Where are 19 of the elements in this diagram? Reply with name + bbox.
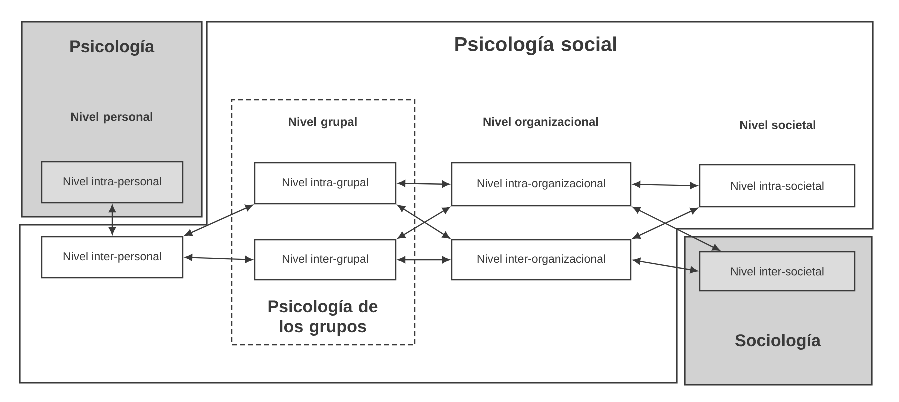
double-arrow bbox=[632, 208, 698, 240]
double-arrow bbox=[109, 205, 116, 235]
double-arrow bbox=[398, 256, 450, 264]
level-box: Nivel inter-societal bbox=[699, 251, 856, 292]
double-arrow bbox=[633, 258, 698, 274]
level-box: Nivel intra-societal bbox=[699, 164, 856, 208]
level-box: Nivel inter-personal bbox=[41, 236, 184, 279]
double-arrow bbox=[184, 204, 254, 236]
double-arrow bbox=[398, 180, 450, 188]
column-heading: Nivel societal bbox=[740, 120, 816, 130]
level-box: Nivel inter-organizacional bbox=[451, 239, 632, 281]
level-box: Nivel intra-organizacional bbox=[451, 162, 632, 207]
double-arrow bbox=[185, 254, 253, 264]
double-arrow bbox=[632, 206, 720, 252]
column-heading: Nivel organizacional bbox=[484, 117, 598, 129]
level-box: Nivel intra-grupal bbox=[254, 162, 397, 205]
double-arrow bbox=[633, 181, 698, 190]
level-box: Nivel intra-personal bbox=[41, 161, 184, 204]
level-box: Nivel inter-grupal bbox=[254, 239, 397, 281]
